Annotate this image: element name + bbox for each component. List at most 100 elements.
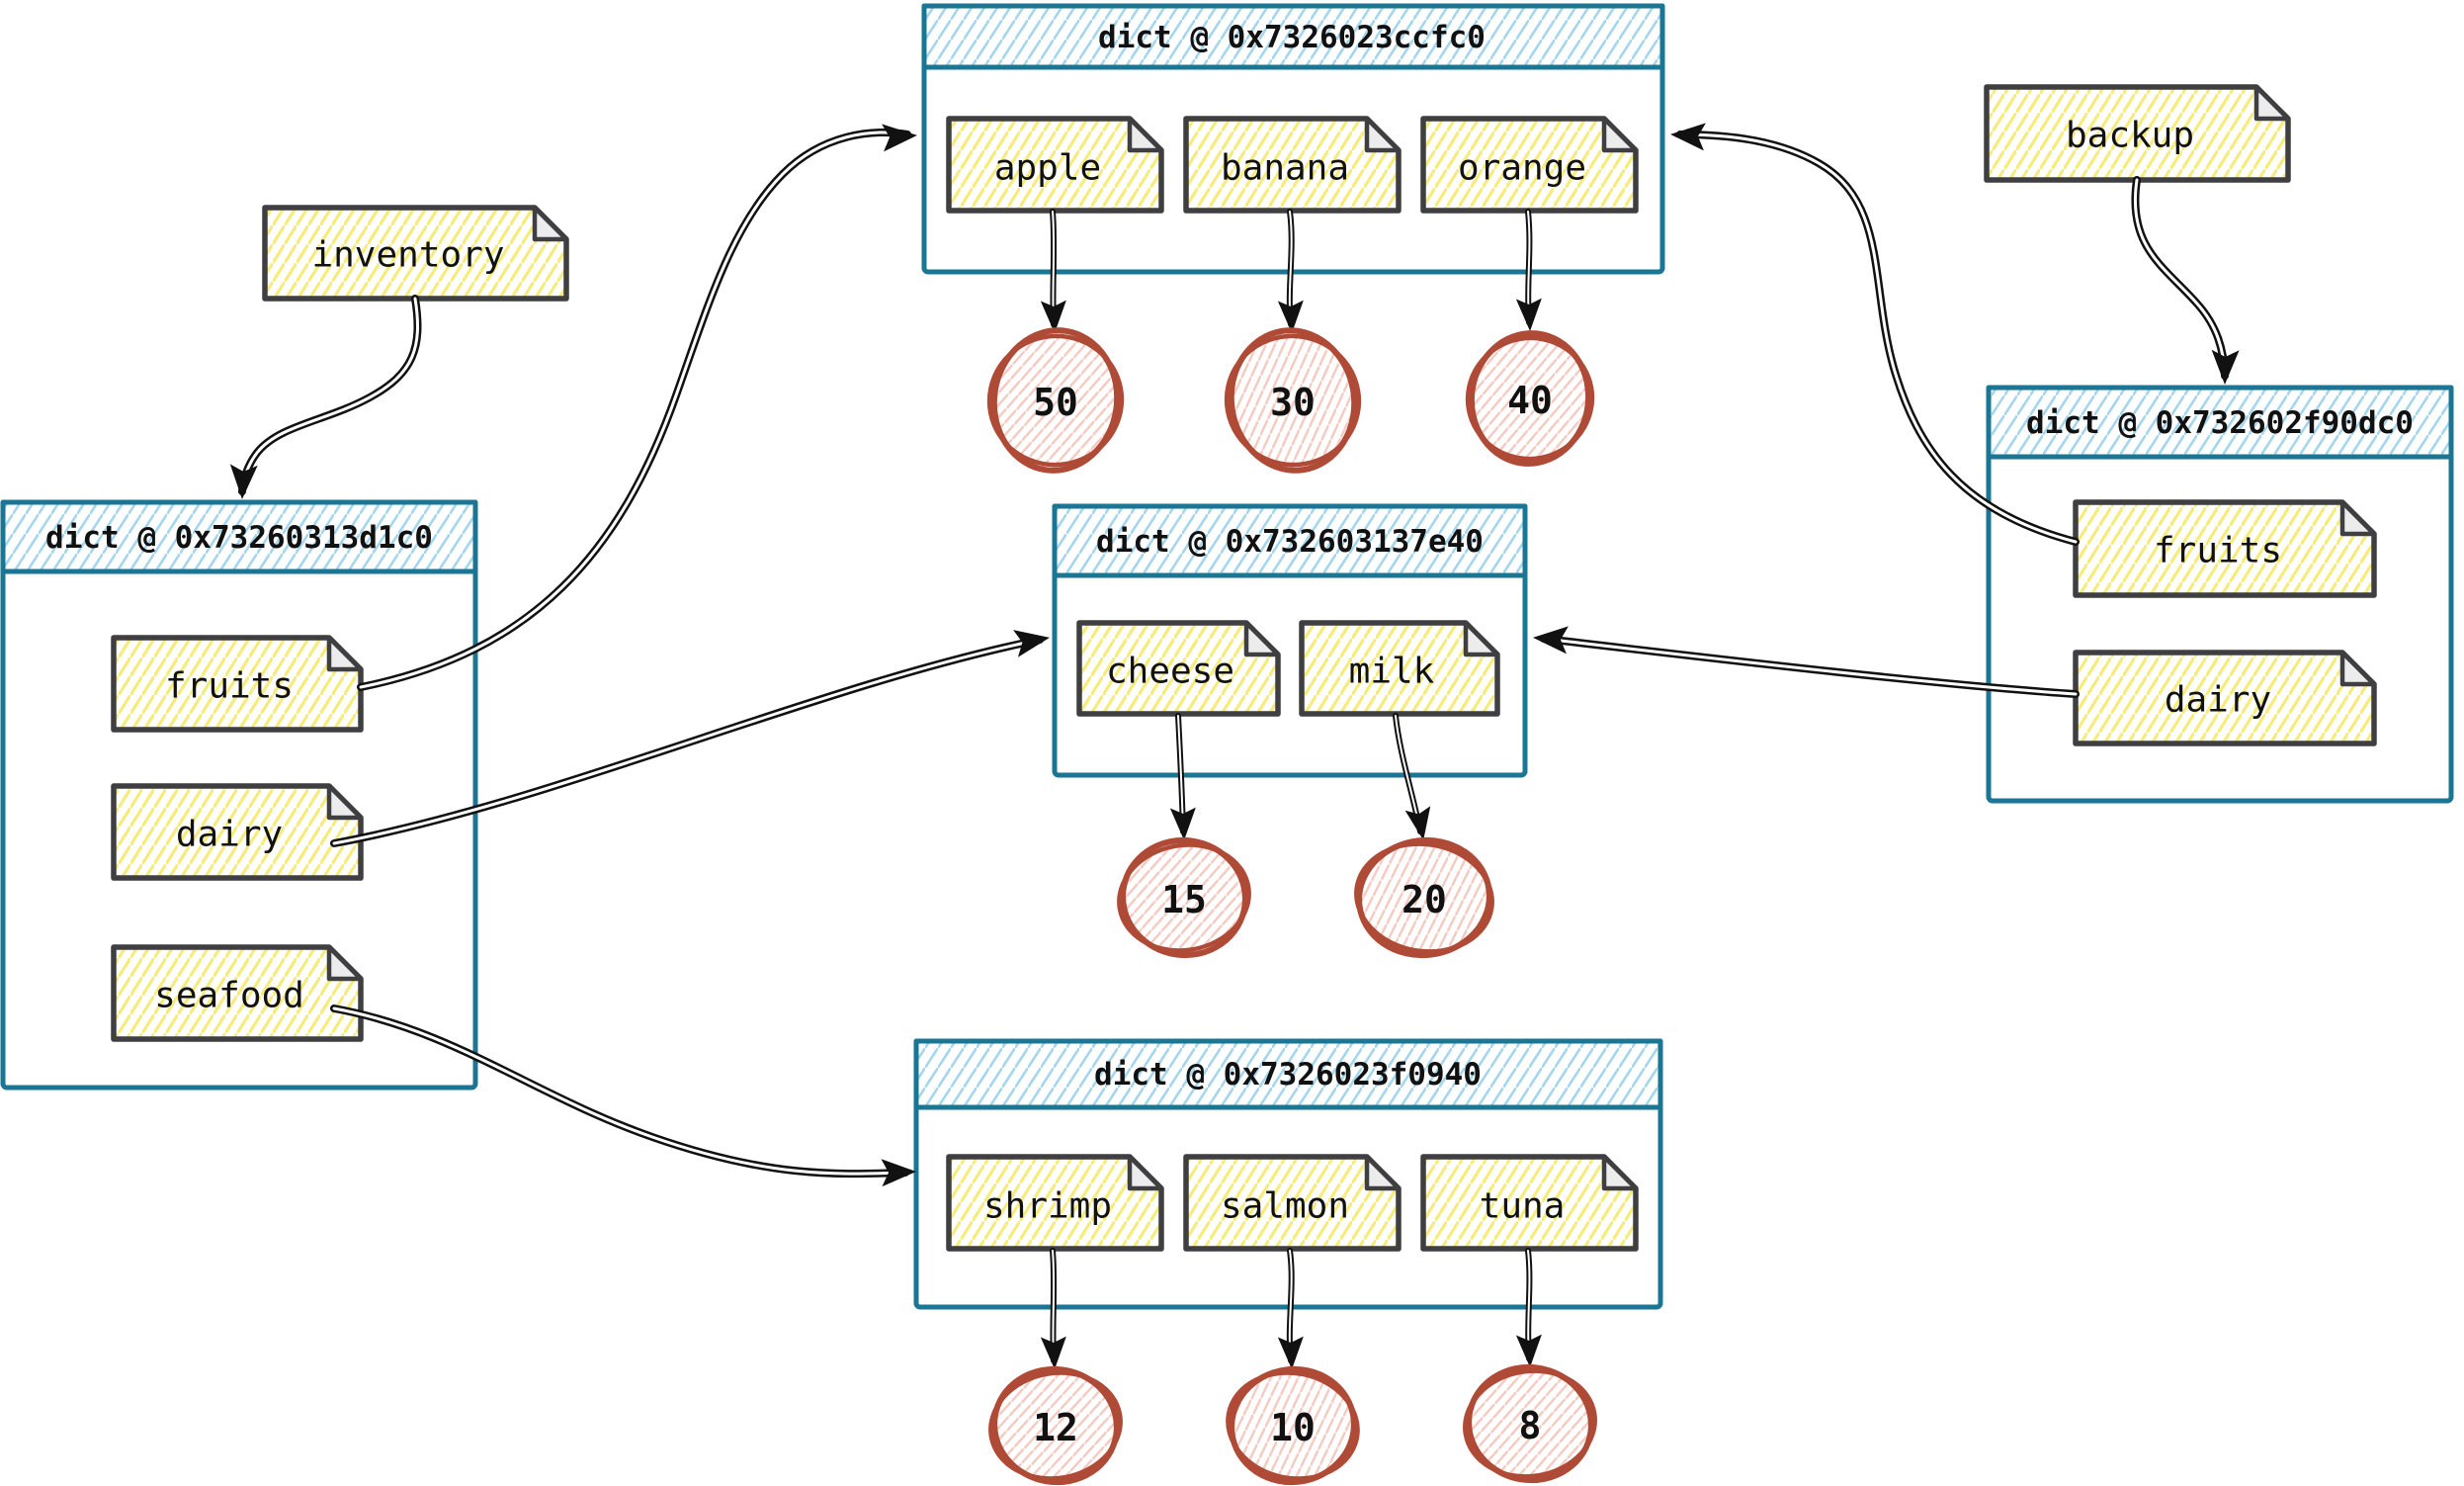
dict-header <box>913 1038 1663 1110</box>
key-label: fruits <box>2154 531 2282 571</box>
key-note-shrimp: shrimp <box>946 1154 1164 1252</box>
arrowhead <box>1404 806 1431 840</box>
value-circle-sketch <box>1463 1368 1597 1479</box>
key-note-fruits-backup: fruits <box>2073 499 2377 598</box>
value-text: 50 <box>1033 381 1078 424</box>
value-text: 20 <box>1402 878 1447 921</box>
key-note-tuna: tuna <box>1420 1154 1639 1252</box>
arrow-line-inner <box>2134 178 2227 378</box>
arrow-cheese-to-15 <box>1169 713 1196 840</box>
value-text: 12 <box>1033 1406 1078 1449</box>
arrow-tuna-to-8 <box>1515 1248 1542 1367</box>
dict-node-inventory: dict @ 0x73260313d1c0 fruits dairy seafo… <box>0 499 478 1091</box>
note-shape <box>1183 116 1402 214</box>
key-note-seafood: seafood <box>111 944 364 1042</box>
note-shape <box>1076 620 1281 717</box>
value-text: 15 <box>1161 878 1207 921</box>
note-shape <box>111 783 364 881</box>
key-note-orange: orange <box>1420 116 1639 214</box>
key-note-apple: apple <box>946 116 1164 214</box>
arrow-line <box>238 295 422 495</box>
arrowhead <box>1670 123 1706 151</box>
arrow-backup-to-backup-dict <box>2131 176 2240 385</box>
key-note-dairy-backup: dairy <box>2073 650 2377 746</box>
arrowhead <box>881 1159 916 1187</box>
value-circle <box>990 327 1121 474</box>
key-note-salmon: salmon <box>1183 1154 1402 1252</box>
value-circle-sketch <box>1465 335 1595 462</box>
value-circle <box>991 1365 1120 1486</box>
dict-header <box>921 3 1665 70</box>
note-shape <box>1420 116 1639 214</box>
arrow-dairy-key-to-dairy-dict <box>330 630 1050 847</box>
arrow-line-inner <box>1542 637 2078 696</box>
arrow-inventory-to-inventory-dict <box>229 295 422 499</box>
note-fold-corner <box>326 783 364 821</box>
arrow-backup-fruits-to-fruits-dict <box>1670 123 2080 546</box>
arrow-orange-to-40 <box>1515 209 1542 331</box>
note-fold-corner <box>2339 499 2377 537</box>
value-circle-sketch <box>1224 333 1362 468</box>
arrow-line-inner <box>240 297 419 493</box>
dict-address: dict @ 0x7326023f0940 <box>1094 1057 1482 1093</box>
value-text: 8 <box>1519 1404 1542 1447</box>
arrowhead <box>1515 298 1542 331</box>
value-circle-sketch <box>1117 842 1251 953</box>
dict-header <box>1986 385 2454 460</box>
dict-address: dict @ 0x7326023ccfc0 <box>1098 20 1486 55</box>
value-circle-sketch <box>988 1370 1123 1481</box>
key-label: banana <box>1221 148 1349 189</box>
key-label: tuna <box>1480 1186 1566 1227</box>
value-text: 30 <box>1270 381 1316 424</box>
key-note-fruits: fruits <box>111 635 364 733</box>
note-fold-corner <box>2339 650 2377 687</box>
note-fold-corner <box>326 635 364 672</box>
note-fold-corner <box>326 944 364 982</box>
arrow-milk-to-20 <box>1393 713 1431 840</box>
dict-node-fruits: dict @ 0x7326023ccfc0 apple banana orang… <box>921 3 1665 275</box>
arrowhead <box>882 124 917 152</box>
arrowhead <box>1169 807 1196 840</box>
value-circle-sketch <box>1354 841 1494 954</box>
key-label: orange <box>1458 148 1586 189</box>
value-node-20: 20 <box>1354 836 1494 959</box>
note-shape <box>1183 1154 1402 1252</box>
key-label: shrimp <box>983 1186 1112 1227</box>
dict-address: dict @ 0x732602f90dc0 <box>2026 405 2414 441</box>
note-fold-corner <box>1364 1154 1402 1191</box>
key-label: fruits <box>165 666 294 707</box>
variable-note-inventory: inventory <box>262 205 569 302</box>
note-shape <box>111 944 364 1042</box>
value-circle <box>1466 1363 1594 1484</box>
arrow-seafood-key-to-seafood-dict <box>330 1005 916 1187</box>
value-text: 40 <box>1507 379 1553 422</box>
arrowhead <box>1277 1336 1304 1369</box>
value-circle <box>1228 327 1358 474</box>
variable-label: backup <box>2066 116 2194 156</box>
value-circle <box>1468 330 1592 467</box>
arrow-banana-to-30 <box>1277 209 1304 333</box>
dict-header <box>0 499 478 574</box>
note-shape <box>1299 620 1500 717</box>
note-fold-corner <box>1127 1154 1164 1191</box>
dict-header <box>1052 503 1528 578</box>
variable-note-backup: backup <box>1984 84 2291 183</box>
arrow-backup-dairy-to-dairy-dict <box>1533 626 2080 698</box>
value-node-30: 30 <box>1224 327 1362 474</box>
arrow-line-inner <box>359 131 909 689</box>
note-fold-corner <box>532 205 569 242</box>
arrow-line <box>2131 176 2229 380</box>
note-shape <box>1420 1154 1639 1252</box>
value-text: 10 <box>1270 1406 1316 1449</box>
key-note-banana: banana <box>1183 116 1402 214</box>
note-fold-corner <box>1601 116 1639 153</box>
note-shape <box>946 1154 1164 1252</box>
key-label: dairy <box>176 815 283 855</box>
arrow-line-inner <box>332 1006 907 1176</box>
value-circle-sketch <box>1226 1370 1360 1481</box>
value-node-10: 10 <box>1226 1365 1360 1486</box>
arrow-salmon-to-10 <box>1277 1248 1304 1369</box>
note-fold-corner <box>1463 620 1500 657</box>
